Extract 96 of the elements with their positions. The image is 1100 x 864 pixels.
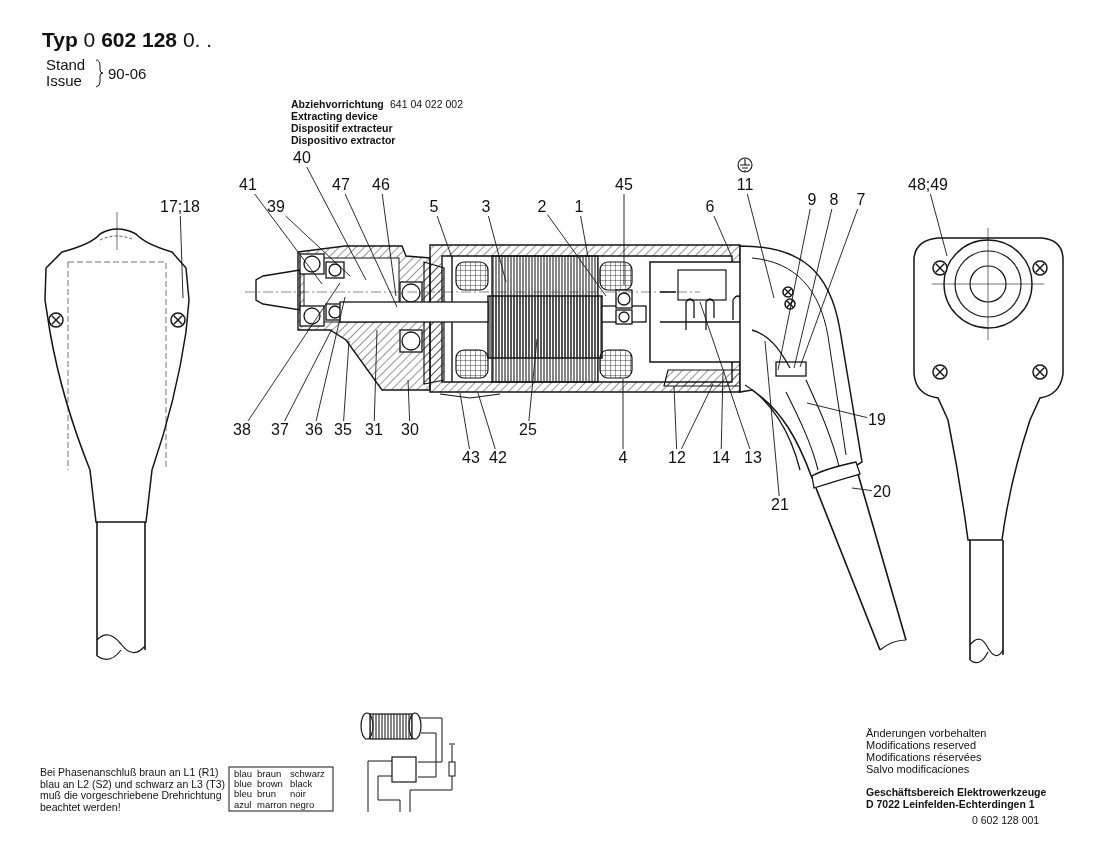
callout-number: 17;18: [159, 198, 201, 216]
callout-number: 14: [711, 449, 731, 467]
callout-number: 47: [331, 176, 351, 194]
leader-line: [764, 340, 780, 497]
address-text: Geschäftsbereich Elektrowerkzeuge: [866, 787, 1047, 799]
date-code: 90-06: [108, 66, 147, 83]
table-text: blau: [234, 769, 252, 780]
heading-text: Abziehvorrichtung: [291, 99, 384, 111]
leader-line: [254, 193, 323, 285]
document-number: 0 602 128 001: [972, 815, 1040, 827]
callout-number: 13: [743, 449, 763, 467]
table-text: brown: [257, 779, 283, 790]
heading-text: Dispositivo extractor: [291, 135, 396, 147]
callout-number: 11: [735, 176, 755, 194]
note-text: Änderungen vorbehalten: [866, 727, 987, 740]
callout-number: 7: [855, 191, 867, 209]
table-text: azul: [234, 799, 252, 811]
leader-line: [285, 215, 351, 277]
callout-number: 36: [304, 421, 324, 439]
leader-line: [179, 215, 184, 299]
leader-line: [622, 378, 624, 450]
note-text: Bei Phasenanschluß braun an L1 (R1) blau an L2 (S2) und schwarz an L3 (T3) muß die vorgeschriebene Drehrichtung beachtet werden!: [40, 767, 227, 814]
leader-line: [407, 379, 411, 422]
leader-line: [777, 208, 811, 371]
leader-line: [373, 329, 378, 422]
leader-line: [284, 328, 333, 422]
leader-line: [247, 282, 341, 422]
leader-line: [487, 215, 507, 283]
callout-number: 21: [770, 496, 790, 514]
table-text: black: [290, 779, 313, 790]
callout-number: 38: [232, 421, 252, 439]
table-text: marron: [257, 799, 288, 811]
leader-line: [344, 193, 398, 308]
leader-line: [699, 301, 751, 450]
heading-text: Dispositif extracteur: [291, 123, 393, 135]
callout-number: 4: [617, 449, 629, 467]
callout-number: 42: [488, 449, 508, 467]
callout-number: 1: [573, 198, 585, 216]
leader-line: [459, 392, 470, 450]
leader-line: [793, 208, 833, 369]
leader-line: [381, 193, 397, 297]
title: Typ 0 602 128 0. .: [42, 28, 213, 52]
callout-number: 5: [428, 198, 440, 216]
leader-line: [806, 402, 868, 419]
callout-number: 8: [828, 191, 840, 209]
leader-line: [436, 215, 453, 259]
label-text: Issue: [46, 73, 82, 90]
leader-line: [547, 214, 607, 297]
callout-number: 46: [371, 176, 391, 194]
callout-number: 25: [518, 421, 538, 439]
callout-number: 3: [480, 198, 492, 216]
callout-number: 37: [270, 421, 290, 439]
table-text: blue: [234, 779, 252, 790]
callout-number: 41: [238, 176, 258, 194]
part-number: 641 04 022 002: [390, 99, 463, 111]
table-text: schwarz: [290, 769, 325, 780]
callout-number: 43: [461, 449, 481, 467]
note-text: Salvo modificaciones: [866, 763, 970, 776]
note-text: Modifications réservées: [866, 751, 982, 764]
callout-number: 2: [536, 198, 548, 216]
leader-line: [746, 193, 775, 299]
table-text: braun: [257, 769, 282, 780]
callout-number: 45: [614, 176, 634, 194]
callout-number: 9: [806, 191, 818, 209]
leader-line: [673, 385, 678, 450]
table-text: noir: [290, 789, 306, 800]
address-text: D 7022 Leinfelden-Echterdingen 1: [866, 799, 1035, 811]
leader-line: [580, 215, 589, 258]
label-text: Stand: [46, 57, 86, 74]
callout-number: 19: [867, 411, 887, 429]
table-text: bleu: [234, 789, 252, 800]
heading-text: Extracting device: [291, 111, 378, 123]
callout-number: 20: [872, 483, 892, 501]
leader-line: [477, 392, 496, 450]
callout-number: 48;49: [907, 176, 949, 194]
leader-line: [799, 208, 859, 368]
leader-line: [528, 338, 538, 422]
callout-number: 40: [292, 149, 312, 167]
leader-line: [713, 215, 732, 256]
leader-line: [315, 296, 346, 422]
leader-line: [720, 371, 724, 450]
callout-number: 31: [364, 421, 384, 439]
table-text: negro: [290, 799, 315, 811]
leader-line: [851, 487, 873, 492]
leader-line: [929, 193, 948, 257]
note-text: Modifications reserved: [866, 739, 977, 752]
table-text: brun: [257, 789, 276, 800]
callout-number: 12: [667, 449, 687, 467]
callout-number: 35: [333, 421, 353, 439]
leader-line: [306, 166, 367, 281]
callout-number: 39: [266, 198, 286, 216]
callout-number: 6: [704, 198, 716, 216]
callout-number: 30: [400, 421, 420, 439]
leader-line: [623, 193, 625, 286]
leader-line: [343, 340, 350, 422]
leader-line: [680, 383, 714, 450]
